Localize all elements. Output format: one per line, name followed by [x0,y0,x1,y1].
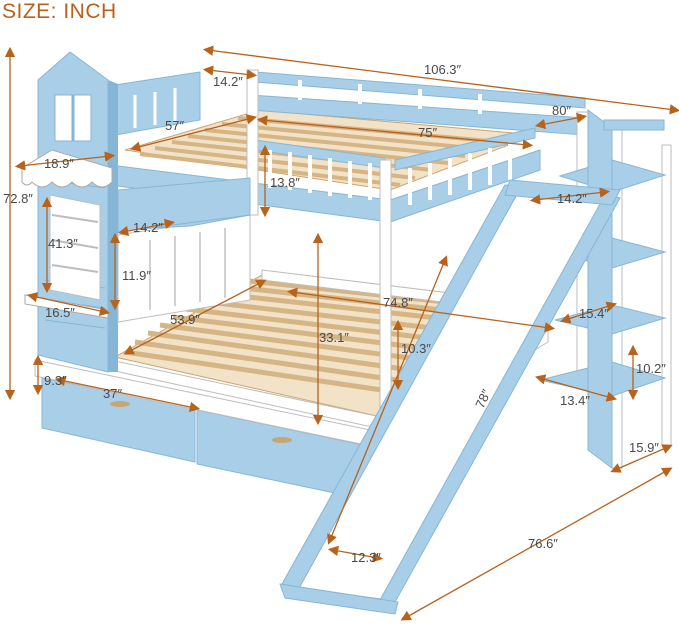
dim-stair-depth: 14.2″ [133,220,163,235]
dim-line-drawer-width [54,375,201,413]
page-title: SIZE: INCH [2,0,117,23]
dim-line-total-width [400,467,673,621]
dim-awning-width: 16.5″ [45,305,75,320]
dimension-lines [4,45,679,621]
dim-line-guardrail-top [202,65,258,80]
dim-roof-width: 18.9″ [44,156,74,171]
dim-line-shelf-width [534,374,618,402]
dim-total-width: 76.6″ [528,536,558,551]
dim-line-stair-depth [117,218,176,237]
dim-line-upper-bed-width [129,114,258,152]
dim-shelf-width: 13.4″ [560,393,590,408]
dim-total-length: 106.3″ [424,62,462,77]
dim-line-slide-length [327,255,448,545]
dim-shelf-depth: 15.4″ [579,306,609,321]
dim-line-awning-width [26,292,111,316]
dim-slide-top: 14.2″ [557,191,587,206]
dim-clearance: 33.1″ [319,330,349,345]
dim-line-roof-width [14,151,116,171]
tower-side [108,80,118,372]
dim-line-lower-bed-width [123,279,267,355]
dim-base-depth: 15.9″ [629,440,659,455]
dim-total-height: 72.8″ [3,191,33,206]
dim-upper-bed-length: 75″ [418,125,438,140]
dim-line-upper-bed-length [256,115,534,150]
dim-line-slide-top [529,187,611,205]
stair-upper-box [117,177,251,233]
dim-upper-rail-height: 13.8″ [270,175,300,190]
drawer-handle [110,401,130,407]
dim-line-slide-width [327,545,384,563]
dim-upper-bed-width: 57″ [165,118,185,133]
drawer-handle [272,437,292,443]
ladder-post-right [661,144,672,446]
slide-bottom [279,583,399,615]
dim-drawer-width: 37″ [103,386,123,401]
dim-drawer-height: 9.3″ [44,373,67,388]
upper-left-guardrail [114,71,201,136]
dim-guardrail-top: 14.2″ [213,74,243,89]
dim-line-ladder-width [534,112,588,130]
dim-lower-bed-width: 53.9″ [170,312,200,327]
dim-stair-step: 11.9″ [122,268,151,283]
dim-line-shelf-depth [560,301,617,324]
dim-slide-width: 12.3″ [351,550,381,565]
ladder-side [587,109,613,469]
dim-line-total-length [202,45,679,115]
dim-lower-rail-height: 10.3″ [401,341,431,356]
dim-shelf-gap: 10.2″ [636,361,666,376]
dim-stair-height: 41.3″ [48,236,78,251]
dim-line-base-depth [610,444,673,473]
dim-lower-bed-length: 74.8″ [383,295,413,310]
dim-ladder-width: 80″ [552,103,572,118]
